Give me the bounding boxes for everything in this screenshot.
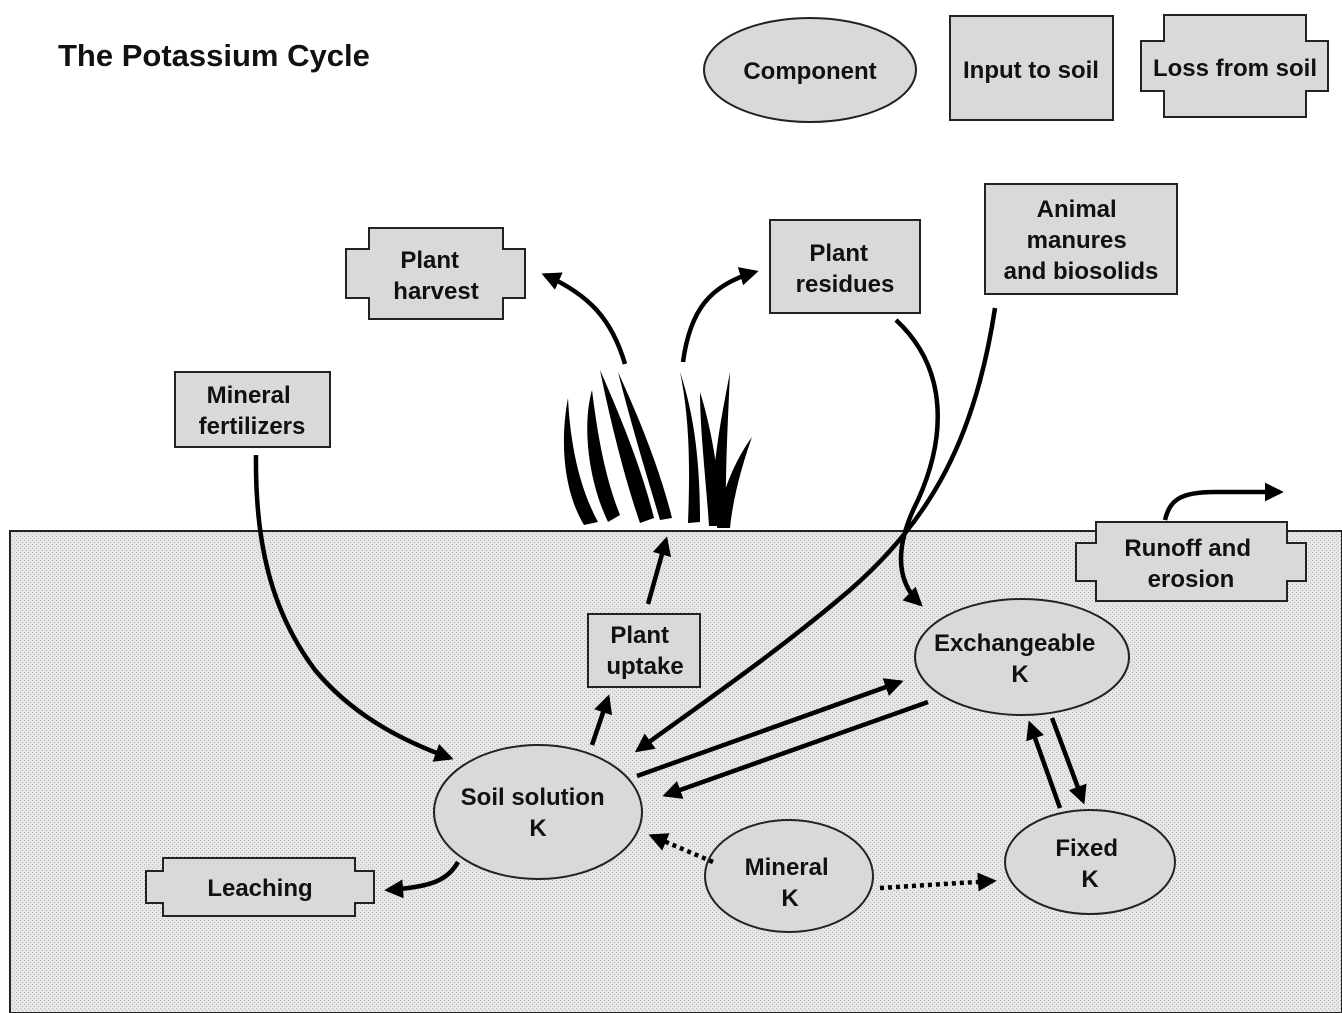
arrow-to-plant-residues <box>680 267 759 363</box>
arrow-to-plant-harvest <box>541 272 628 365</box>
plant-uptake-label: Plant uptake <box>606 622 683 680</box>
arrow-soil-solution-to-exchangeable <box>636 678 904 779</box>
arrow-uptake-to-plant <box>645 536 672 605</box>
legend-loss-shape <box>1140 14 1329 118</box>
animal-manures-box <box>984 183 1178 295</box>
legend-input-shape <box>949 15 1114 121</box>
arrow-residues-to-exchangeable <box>894 318 940 607</box>
legend-component-shape <box>703 17 917 123</box>
legend-input-label: Input to soil <box>963 57 1099 84</box>
arrow-soil-solution-to-leaching <box>384 860 460 899</box>
soil-region <box>9 530 1342 1013</box>
diagram-title: The Potassium Cycle <box>58 38 370 73</box>
fixed-k-node <box>1004 809 1176 915</box>
legend-loss-label: Loss from soil <box>1153 55 1317 82</box>
arrow-exchangeable-to-fixed <box>1049 717 1087 805</box>
runoff-erosion-label: Runoff and erosion <box>1124 535 1257 593</box>
arrow-fertilizers-to-soil-solution <box>253 454 454 762</box>
mineral-fertilizers-box <box>174 371 331 448</box>
mineral-k-label: Mineral K <box>745 854 836 912</box>
animal-manures-label: Animal manures and biosolids <box>1004 196 1159 285</box>
mineral-k-node <box>704 819 874 933</box>
exchangeable-k-label: Exchangeable K <box>934 630 1102 688</box>
arrow-fixed-to-exchangeable <box>1026 720 1063 809</box>
arrow-manures-to-soil-solution <box>634 307 998 753</box>
arrow-mineral-to-soil-solution <box>648 833 714 865</box>
arrow-mineral-to-fixed <box>879 872 997 892</box>
plant-grass-icon <box>563 370 752 528</box>
runoff-erosion-box <box>1075 521 1307 602</box>
fixed-k-label: Fixed K <box>1055 835 1124 893</box>
mineral-fertilizers-label: Mineral fertilizers <box>199 382 306 440</box>
arrow-exchangeable-to-soil-solution <box>662 699 929 799</box>
legend-component-label: Component <box>743 58 876 85</box>
flow-arrows <box>253 267 1284 899</box>
soil-solution-k-node <box>433 744 643 880</box>
leaching-label: Leaching <box>207 875 312 902</box>
soil-solution-k-label: Soil solution K <box>461 784 612 842</box>
plant-residues-box <box>769 219 921 314</box>
plant-uptake-box <box>587 613 701 688</box>
plant-harvest-box <box>345 227 526 320</box>
exchangeable-k-node <box>914 598 1130 716</box>
legend: Component Input to soil Loss from soil <box>703 14 1329 123</box>
arrow-runoff-away <box>1162 482 1284 521</box>
leaching-box <box>145 857 375 917</box>
arrow-soil-solution-to-uptake <box>589 694 613 746</box>
plant-harvest-label: Plant harvest <box>393 247 478 305</box>
plant-residues-label: Plant residues <box>796 240 895 298</box>
